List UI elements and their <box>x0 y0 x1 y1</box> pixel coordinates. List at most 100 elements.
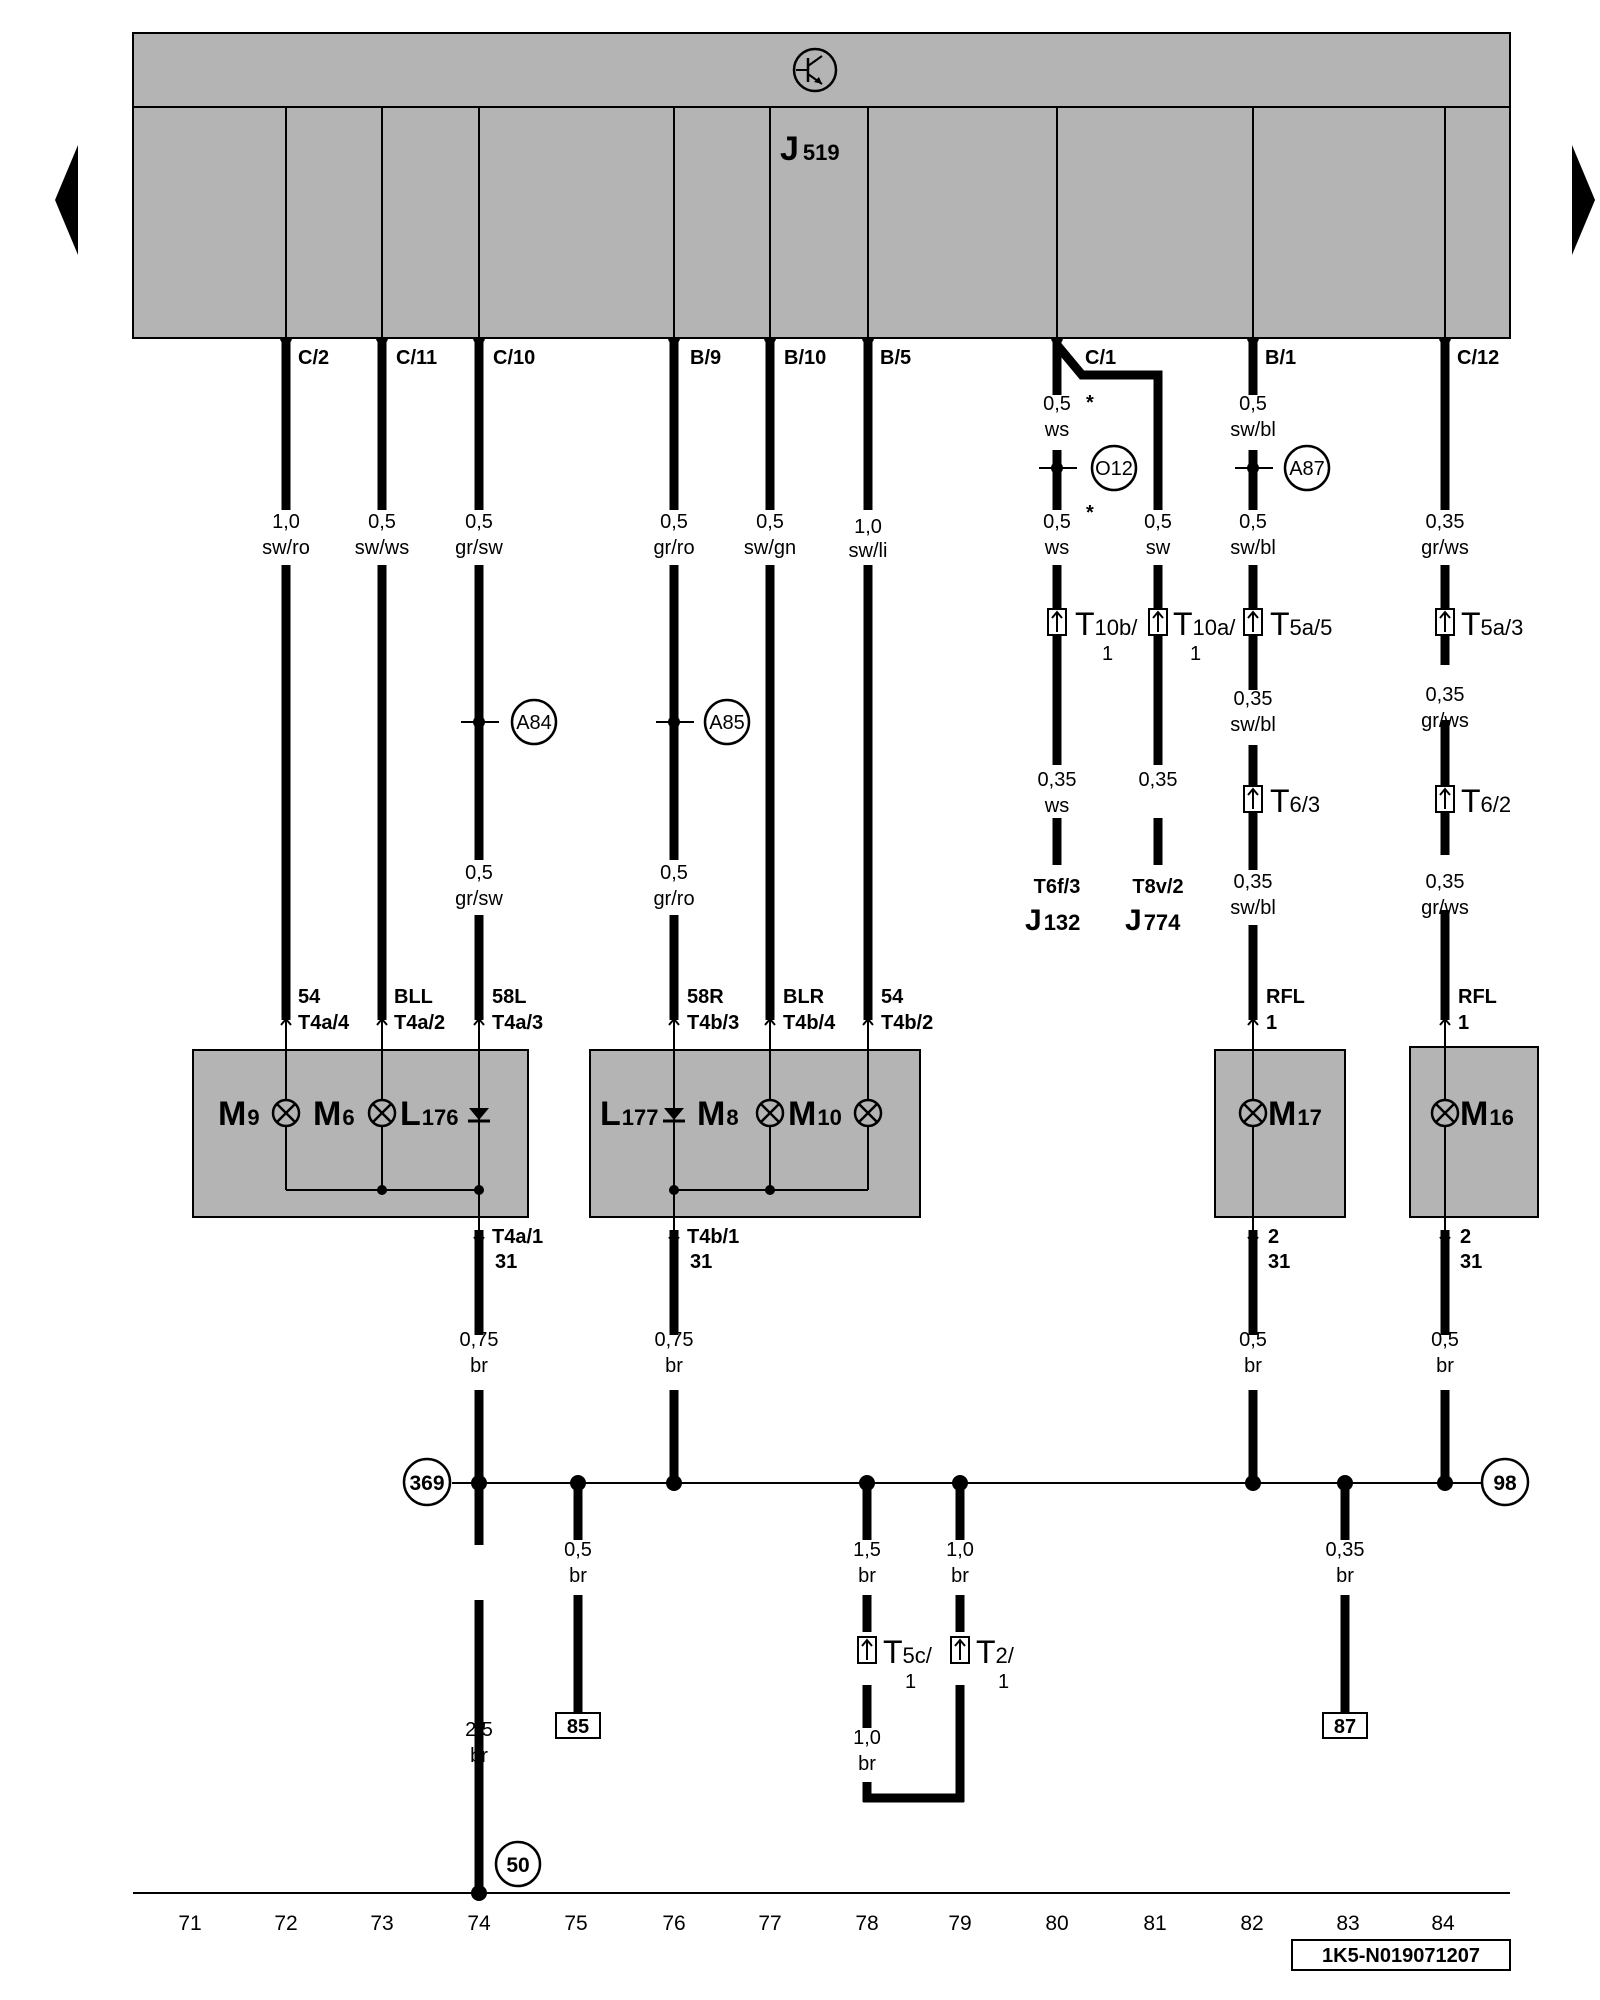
end-pin-label: T8v/2 <box>1132 876 1183 898</box>
wire-note-asterisk: * <box>1086 392 1094 414</box>
ref-50[interactable]: 50 <box>506 1854 529 1877</box>
wire-size: 0,5 <box>1239 1329 1267 1351</box>
wire-color: br <box>858 1565 876 1587</box>
wire-size: 0,35 <box>1234 688 1273 710</box>
wire-color: gr/ws <box>1421 710 1469 732</box>
bulb-icon <box>1430 1098 1460 1128</box>
track-numbers: 71 72 73 74 75 76 77 78 79 80 81 82 83 8… <box>178 1912 1455 1935</box>
track-number: 78 <box>855 1912 878 1935</box>
wire-size: 0,35 <box>1426 684 1465 706</box>
wire-size: 1,0 <box>854 516 882 538</box>
box-pin-function: BLL <box>394 986 433 1008</box>
bulb-icon <box>755 1098 785 1128</box>
box-pin-function: 58L <box>492 986 526 1008</box>
box-pin-number: 2 <box>1460 1226 1471 1248</box>
wire-color: br <box>858 1753 876 1775</box>
next-page-arrow-icon[interactable] <box>1572 145 1595 255</box>
wire-size: 0,5 <box>660 862 688 884</box>
wire-color: br <box>470 1355 488 1377</box>
wire-color: sw/ws <box>355 537 409 559</box>
component-m9: M9 <box>218 1095 260 1133</box>
internal-junctions <box>377 1185 775 1195</box>
bulb-icon <box>853 1098 883 1128</box>
connector-label: 1 <box>1102 643 1113 665</box>
wire-color: gr/ro <box>653 888 694 910</box>
wire-color: ws <box>1044 795 1069 817</box>
wire-size: 0,5 <box>1144 511 1172 533</box>
ground-87[interactable]: 87 <box>1334 1716 1356 1738</box>
wire-size: 0,5 <box>1239 511 1267 533</box>
component-m6: M6 <box>313 1095 355 1133</box>
track-number: 76 <box>662 1912 685 1935</box>
ground-85[interactable]: 85 <box>567 1716 589 1738</box>
wire-color: sw/bl <box>1230 897 1276 919</box>
track-number: 81 <box>1143 1912 1166 1935</box>
box-pin-number: 2 <box>1268 1226 1279 1248</box>
wire-notes: * * <box>1086 392 1094 524</box>
wire-color: gr/sw <box>455 537 503 559</box>
box-pin-number: T4a/2 <box>394 1012 445 1034</box>
track-number: 75 <box>564 1912 587 1935</box>
end-component-j774: J774 <box>1125 904 1181 937</box>
bus-junctions <box>471 1475 1453 1901</box>
wire-size: 0,5 <box>1043 393 1071 415</box>
pin-hooks <box>280 337 1451 344</box>
wire-size: 0,75 <box>460 1329 499 1351</box>
splice-label: A84 <box>516 712 552 734</box>
wire-color: sw/bl <box>1230 419 1276 441</box>
pin-label: B/9 <box>690 347 721 369</box>
end-pin-label: T6f/3 <box>1034 876 1081 898</box>
wire-color: sw/bl <box>1230 714 1276 736</box>
track-number: 82 <box>1240 1912 1263 1935</box>
component-l176: L176 <box>400 1095 459 1133</box>
track-number: 84 <box>1431 1912 1455 1935</box>
track-number: 83 <box>1336 1912 1359 1935</box>
bulb-icon <box>1238 1098 1268 1128</box>
pin-labels: C/2 C/11 C/10 B/9 B/10 B/5 C/1 B/1 C/12 <box>298 347 1499 369</box>
bulb-icon <box>367 1098 397 1128</box>
wire-end-references: T6f/3 T8v/2 J132 J774 <box>1025 876 1184 937</box>
splice-label: A85 <box>709 712 745 734</box>
component-l177: L177 <box>600 1095 659 1133</box>
track-number: 72 <box>274 1912 297 1935</box>
connector-label: T2/ <box>976 1634 1015 1670</box>
wire-color: sw/li <box>849 540 888 562</box>
box-pin-function: 54 <box>881 986 904 1008</box>
wire-color: sw/ro <box>262 537 310 559</box>
ref-98[interactable]: 98 <box>1493 1472 1517 1495</box>
reference-markers: 369 98 50 <box>402 1457 1530 1888</box>
wire-color: sw <box>1146 537 1171 559</box>
wire-size: 0,5 <box>1239 393 1267 415</box>
wire-size: 1,0 <box>272 511 300 533</box>
wire-size: 0,35 <box>1426 511 1465 533</box>
previous-page-arrow-icon[interactable] <box>55 145 78 255</box>
ref-369[interactable]: 369 <box>409 1472 444 1495</box>
component-names: M9 M6 L176 L177 M8 M10 M17 M16 <box>218 1095 1514 1133</box>
wire-size: 0,5 <box>368 511 396 533</box>
wire-size: 0,35 <box>1139 769 1178 791</box>
box-pin-function: BLR <box>783 986 825 1008</box>
wire-color: gr/ws <box>1421 537 1469 559</box>
wire-color: gr/sw <box>455 888 503 910</box>
document-id-box: 1K5-N019071207 <box>1291 1939 1511 1971</box>
internal-lines <box>285 107 1446 338</box>
box-pin-number: T4a/1 <box>492 1226 543 1248</box>
pin-label: C/10 <box>493 347 535 369</box>
track-number: 71 <box>178 1912 201 1935</box>
control-unit-box <box>132 32 1511 339</box>
component-m8: M8 <box>697 1095 739 1133</box>
box-pin-function: 31 <box>1268 1251 1290 1273</box>
connectors: T10b/ 1 T10a/ 1 T5a/5 T5a/3 T6/3 T6/2 T5… <box>857 606 1523 1693</box>
ground-points: 85 87 <box>555 1712 1368 1739</box>
component-m17: M17 <box>1268 1095 1322 1133</box>
wire-color: ws <box>1044 419 1069 441</box>
connector-label: T6/2 <box>1461 783 1511 819</box>
wire-size: 0,75 <box>655 1329 694 1351</box>
wire-color: br <box>665 1355 683 1377</box>
wire-size: 1,5 <box>853 1539 881 1561</box>
wire-color: br <box>1436 1355 1454 1377</box>
wire-size: 2,5 <box>465 1719 493 1741</box>
wire-color: sw/bl <box>1230 537 1276 559</box>
component-box-right <box>589 1049 921 1218</box>
